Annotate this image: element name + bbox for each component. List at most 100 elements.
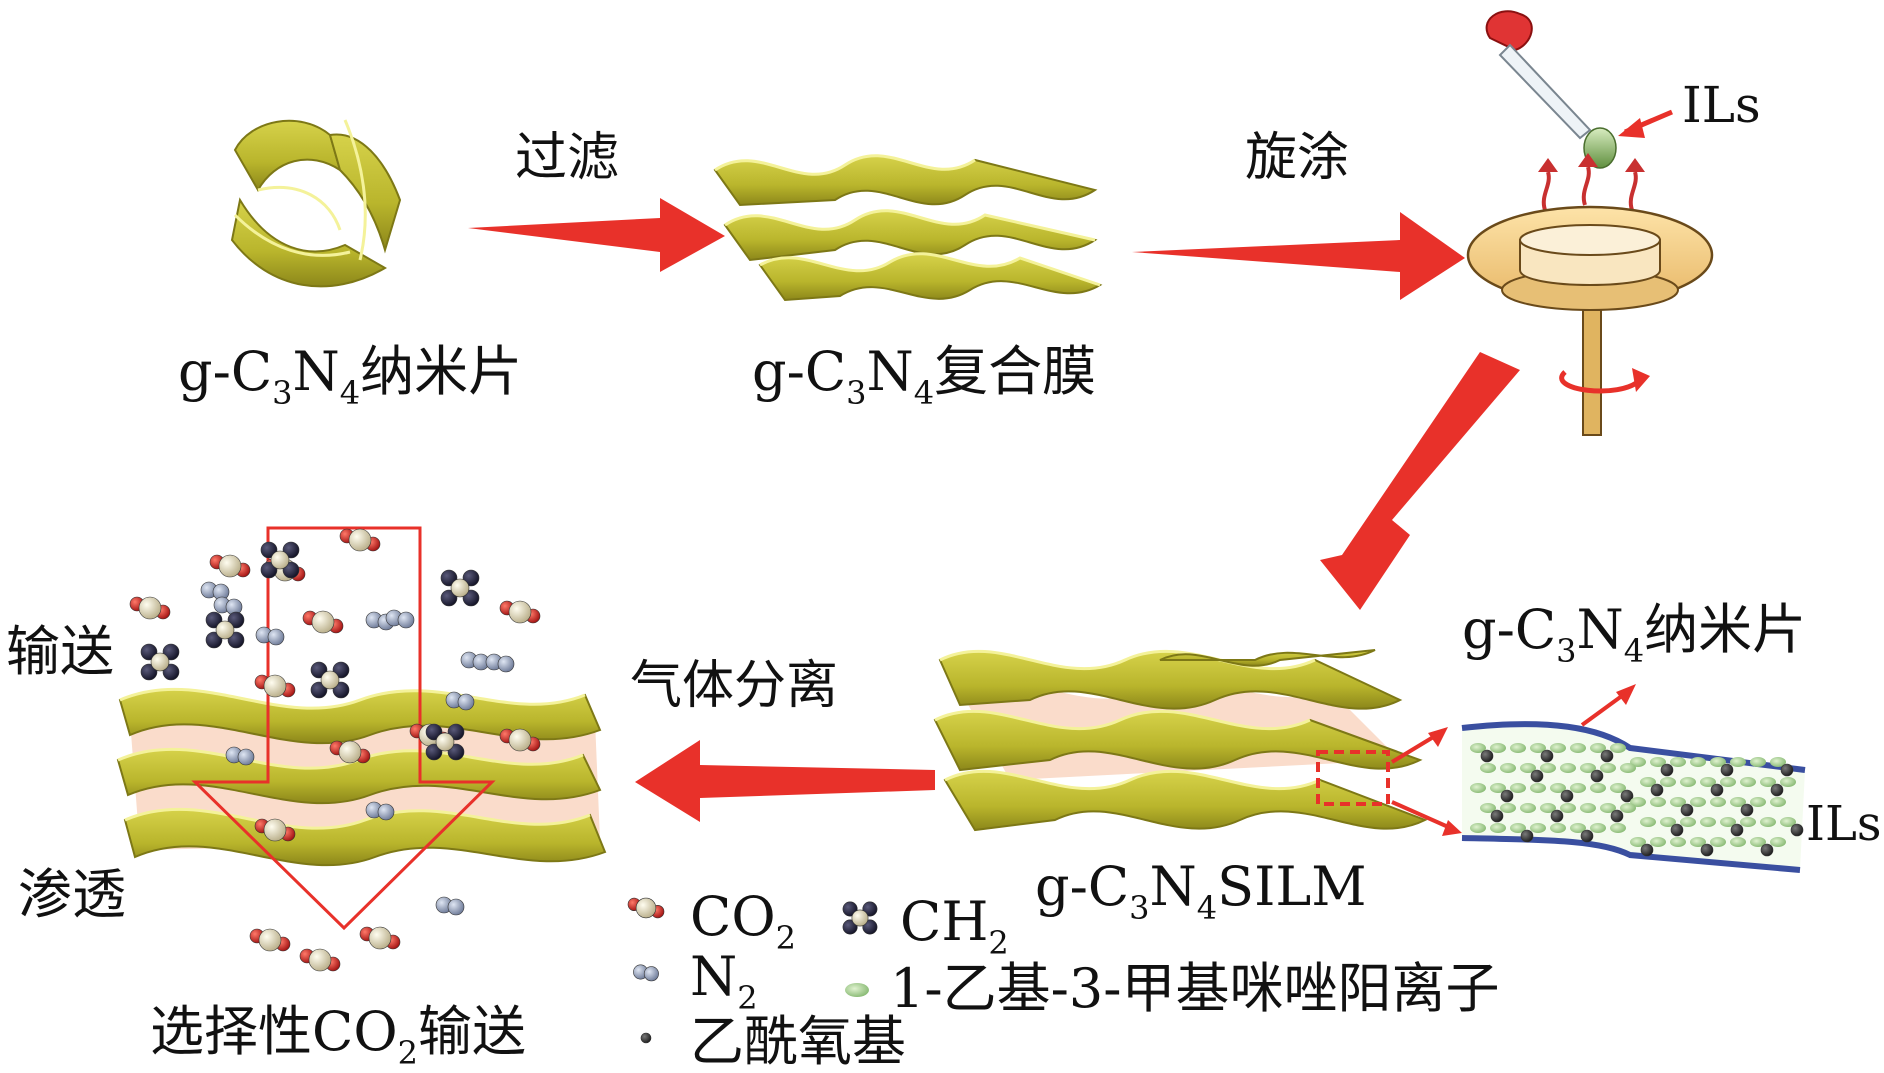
anion-particle [1590, 769, 1604, 783]
cation-particle [1590, 823, 1606, 833]
cation-particle [1770, 757, 1786, 767]
co2-molecule [359, 926, 401, 950]
composite-membrane [713, 154, 1103, 302]
cation-particle [1730, 837, 1746, 847]
anion-particle [1520, 829, 1534, 843]
cation-particle [1750, 837, 1766, 847]
cation-particle [1520, 763, 1536, 773]
cation-particle [1690, 837, 1706, 847]
co2-molecule [249, 928, 291, 952]
co2-molecule [254, 674, 296, 698]
n2-molecule [255, 626, 285, 646]
cation-particle [1730, 757, 1746, 767]
cation-particle [1750, 797, 1766, 807]
anion-particle [1600, 749, 1614, 763]
spin-coater [1466, 10, 1714, 436]
cation-particle [1620, 803, 1636, 813]
cation-particle [1760, 817, 1776, 827]
legend-cation-label: 1-乙基-3-甲基咪唑阳离子 [890, 957, 1500, 1020]
cation-particle [1490, 783, 1506, 793]
cation-particle [1520, 803, 1536, 813]
cation-particle [1570, 823, 1586, 833]
legend-anion-label: 乙酰氧基 [690, 1010, 906, 1073]
cation-particle [1670, 837, 1686, 847]
cation-particle [1650, 757, 1666, 767]
legend-co2-label: CO2 [690, 885, 796, 957]
anion-particle [1580, 829, 1594, 843]
silm-membrane [933, 649, 1462, 836]
nanosheet-cluster [230, 119, 402, 288]
anion-particle [1790, 823, 1804, 837]
cation-particle [1580, 803, 1596, 813]
cation-particle [1530, 743, 1546, 753]
cation-particle [1620, 763, 1636, 773]
co2-molecule [329, 740, 371, 764]
label-gas-separation: 气体分离 [630, 656, 839, 716]
cation-particle [1760, 777, 1776, 787]
co2-molecule [254, 818, 296, 842]
cation-particle [1780, 777, 1796, 787]
n2-molecule [225, 746, 255, 766]
ch4-molecule [140, 643, 180, 681]
legend-icons [627, 897, 878, 1044]
cation-particle [1590, 783, 1606, 793]
cation-particle [1710, 757, 1726, 767]
cation-particle [1530, 823, 1546, 833]
arrow-down-left [1320, 352, 1520, 610]
n2-molecule [435, 896, 465, 916]
co2-molecule [209, 554, 251, 578]
cation-particle [1770, 837, 1786, 847]
anion-particle [1660, 763, 1674, 777]
arrow-filter [468, 198, 725, 272]
label-selective-transport: 选择性CO2输送 [150, 1000, 526, 1072]
cation-particle [1740, 777, 1756, 787]
label-nanosheet: g-C3N4纳米片 [178, 340, 523, 412]
cation-particle [1730, 797, 1746, 807]
anion-particle [1620, 789, 1634, 803]
cation-particle [1670, 797, 1686, 807]
n2-molecule [445, 691, 475, 711]
cation-particle [1740, 817, 1756, 827]
cation-particle [1710, 797, 1726, 807]
inset-membrane [1461, 684, 1806, 873]
cation-particle [1610, 823, 1626, 833]
cation-particle [1640, 777, 1656, 787]
cation-particle [1590, 743, 1606, 753]
cation-particle [1710, 837, 1726, 847]
cation-particle [1700, 817, 1716, 827]
cation-particle [1500, 763, 1516, 773]
n2-molecule [485, 653, 515, 673]
cation-particle [1530, 783, 1546, 793]
cation-legend-icon [845, 983, 869, 997]
cation-particle [1630, 757, 1646, 767]
anion-particle [1680, 803, 1694, 817]
n2-molecule [460, 651, 490, 671]
cation-particle [1600, 763, 1616, 773]
cation-particle [1470, 783, 1486, 793]
co2-molecule [302, 610, 344, 634]
anion-particle [1730, 823, 1744, 837]
cation-particle [1690, 797, 1706, 807]
anion-particle [1480, 749, 1494, 763]
cation-particle [1480, 803, 1496, 813]
ch4-molecule [842, 901, 878, 935]
co2-molecule [129, 596, 171, 620]
n2-molecule [365, 801, 395, 821]
anion-particle [1710, 783, 1724, 797]
anion-particle [1490, 809, 1504, 823]
cation-particle [1750, 757, 1766, 767]
cation-particle [1510, 823, 1526, 833]
label-ils-inset: ILs [1806, 796, 1882, 852]
anion-particle [1740, 803, 1754, 817]
cation-particle [1570, 783, 1586, 793]
n2-molecule [365, 611, 395, 631]
label-spin-coat: 旋涂 [1245, 128, 1350, 188]
cation-particle [1660, 777, 1676, 787]
cation-particle [1500, 803, 1516, 813]
co2-molecule [627, 897, 665, 919]
label-transport: 输送 [6, 620, 114, 683]
cation-particle [1670, 757, 1686, 767]
ch4-molecule [260, 541, 300, 579]
n2-molecule [200, 581, 230, 601]
